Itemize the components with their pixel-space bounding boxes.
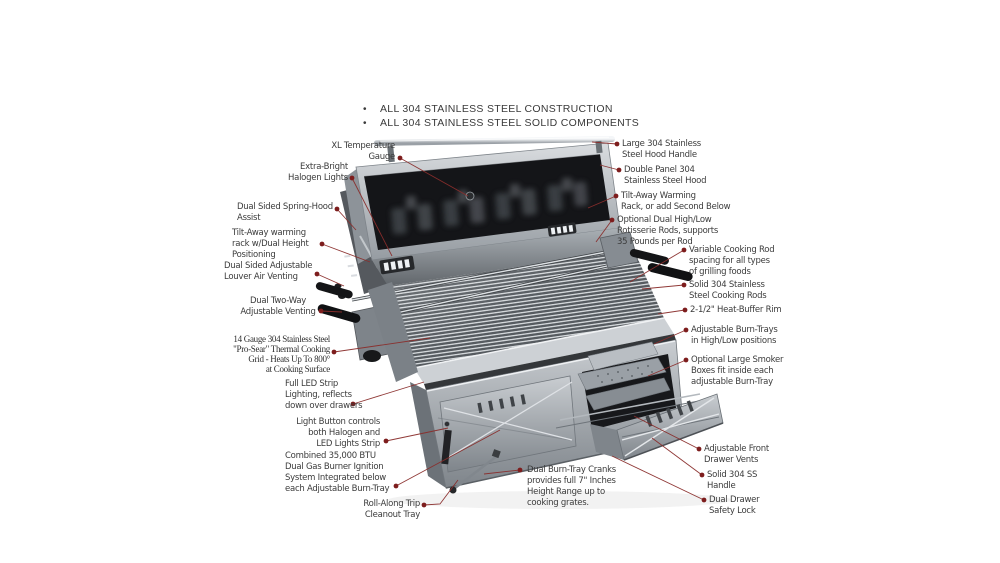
- rotisserie-handle: [647, 263, 693, 282]
- halogen-lights-right: [547, 222, 577, 237]
- callout-dual-two-way-adjustable-venting: Dual Two-Way Adjustable Venting: [240, 296, 316, 317]
- callout-double-panel-hood: Double Panel 304 Stainless Steel Hood: [624, 165, 707, 186]
- halogen-lights-left: [379, 255, 415, 275]
- callout-roll-along-trip-cleanout-tray: Roll-Along Trip Cleanout Tray: [363, 499, 420, 520]
- temperature-gauge: [465, 191, 475, 201]
- title-bullet-construction: ALL 304 STAINLESS STEEL CONSTRUCTION: [380, 103, 613, 115]
- firebox-interior: [372, 222, 634, 286]
- callout-tilt-away-warming-rack-left: Tilt-Away warming rack w/Dual Height Pos…: [232, 228, 309, 260]
- callout-solid-304-cooking-rods: Solid 304 Stainless Steel Cooking Rods: [689, 280, 767, 301]
- drawer-vents: [477, 394, 526, 414]
- bullet-icon: •: [363, 117, 367, 129]
- callout-optional-rotisserie-rods: Optional Dual High/Low Rotisserie Rods, …: [617, 215, 719, 247]
- callout-dual-sided-spring-hood-assist: Dual Sided Spring-Hood Assist: [237, 202, 333, 223]
- callout-heat-buffer-rim: 2-1/2" Heat-Buffer Rim: [690, 305, 782, 315]
- burn-trays: [555, 341, 705, 429]
- callout-combined-35000-btu-burners: Combined 35,000 BTU Dual Gas Burner Igni…: [285, 451, 390, 494]
- drawer-open: [590, 393, 724, 461]
- callout-light-button-controls: Light Button controls both Halogen and L…: [296, 417, 380, 449]
- bullet-icon: •: [363, 104, 367, 115]
- title-bullets: • ALL 304 STAINLESS STEEL CONSTRUCTION • A…: [363, 103, 639, 130]
- callout-adjustable-burn-trays: Adjustable Burn-Trays in High/Low positi…: [691, 325, 778, 346]
- callout-dual-burn-tray-cranks: Dual Burn-Tray Cranks provides full 7" I…: [527, 465, 616, 508]
- callout-tilt-away-warming-rack-right: Tilt-Away Warming Rack, or add Second Be…: [621, 191, 731, 212]
- callout-variable-cooking-rod-spacing: Variable Cooking Rod spacing for all typ…: [689, 245, 775, 277]
- title-bullet-components: ALL 304 STAINLESS STEEL SOLID COMPONENTS: [380, 116, 640, 129]
- burn-tray-crank: [449, 449, 501, 494]
- heat-buffer-rim: [414, 318, 674, 384]
- grill-body: [315, 136, 724, 494]
- callout-full-led-strip-lighting: Full LED Strip Lighting, reflects down o…: [285, 379, 363, 411]
- callout-large-304-hood-handle: Large 304 Stainless Steel Hood Handle: [622, 139, 701, 160]
- rotisserie-handle: [317, 304, 361, 323]
- callout-optional-smoker-boxes: Optional Large Smoker Boxes fit inside e…: [691, 355, 784, 387]
- cleanout-tray-slot: [441, 429, 452, 465]
- leader-lines: [316, 141, 705, 506]
- ground-shadow: [388, 491, 732, 509]
- callout-pro-sear-thermal-cooking-grid: 14 Gauge 304 Stainless Steel "Pro-Sear" …: [233, 334, 330, 374]
- hood-handle: [374, 136, 615, 163]
- callout-adjustable-front-drawer-vents: Adjustable Front Drawer Vents: [704, 444, 769, 465]
- drawer-vents: [645, 400, 694, 427]
- callout-dual-drawer-safety-lock: Dual Drawer Safety Lock: [709, 495, 760, 516]
- rotisserie-handle: [629, 248, 669, 265]
- leader-dots: [314, 141, 707, 508]
- callout-xl-temperature-gauge: XL Temperature Gauge: [331, 141, 395, 162]
- callout-extra-bright-halogen-lights: Extra-Bright Halogen Lights: [287, 162, 348, 183]
- callout-dual-sided-adjustable-louver: Dual Sided Adjustable Louver Air Venting: [224, 261, 313, 282]
- light-button: [444, 421, 450, 427]
- rotisserie-motor-right: [599, 231, 639, 269]
- rotisserie-handle: [315, 282, 353, 299]
- callout-solid-304-ss-handle: Solid 304 SS Handle: [707, 470, 758, 491]
